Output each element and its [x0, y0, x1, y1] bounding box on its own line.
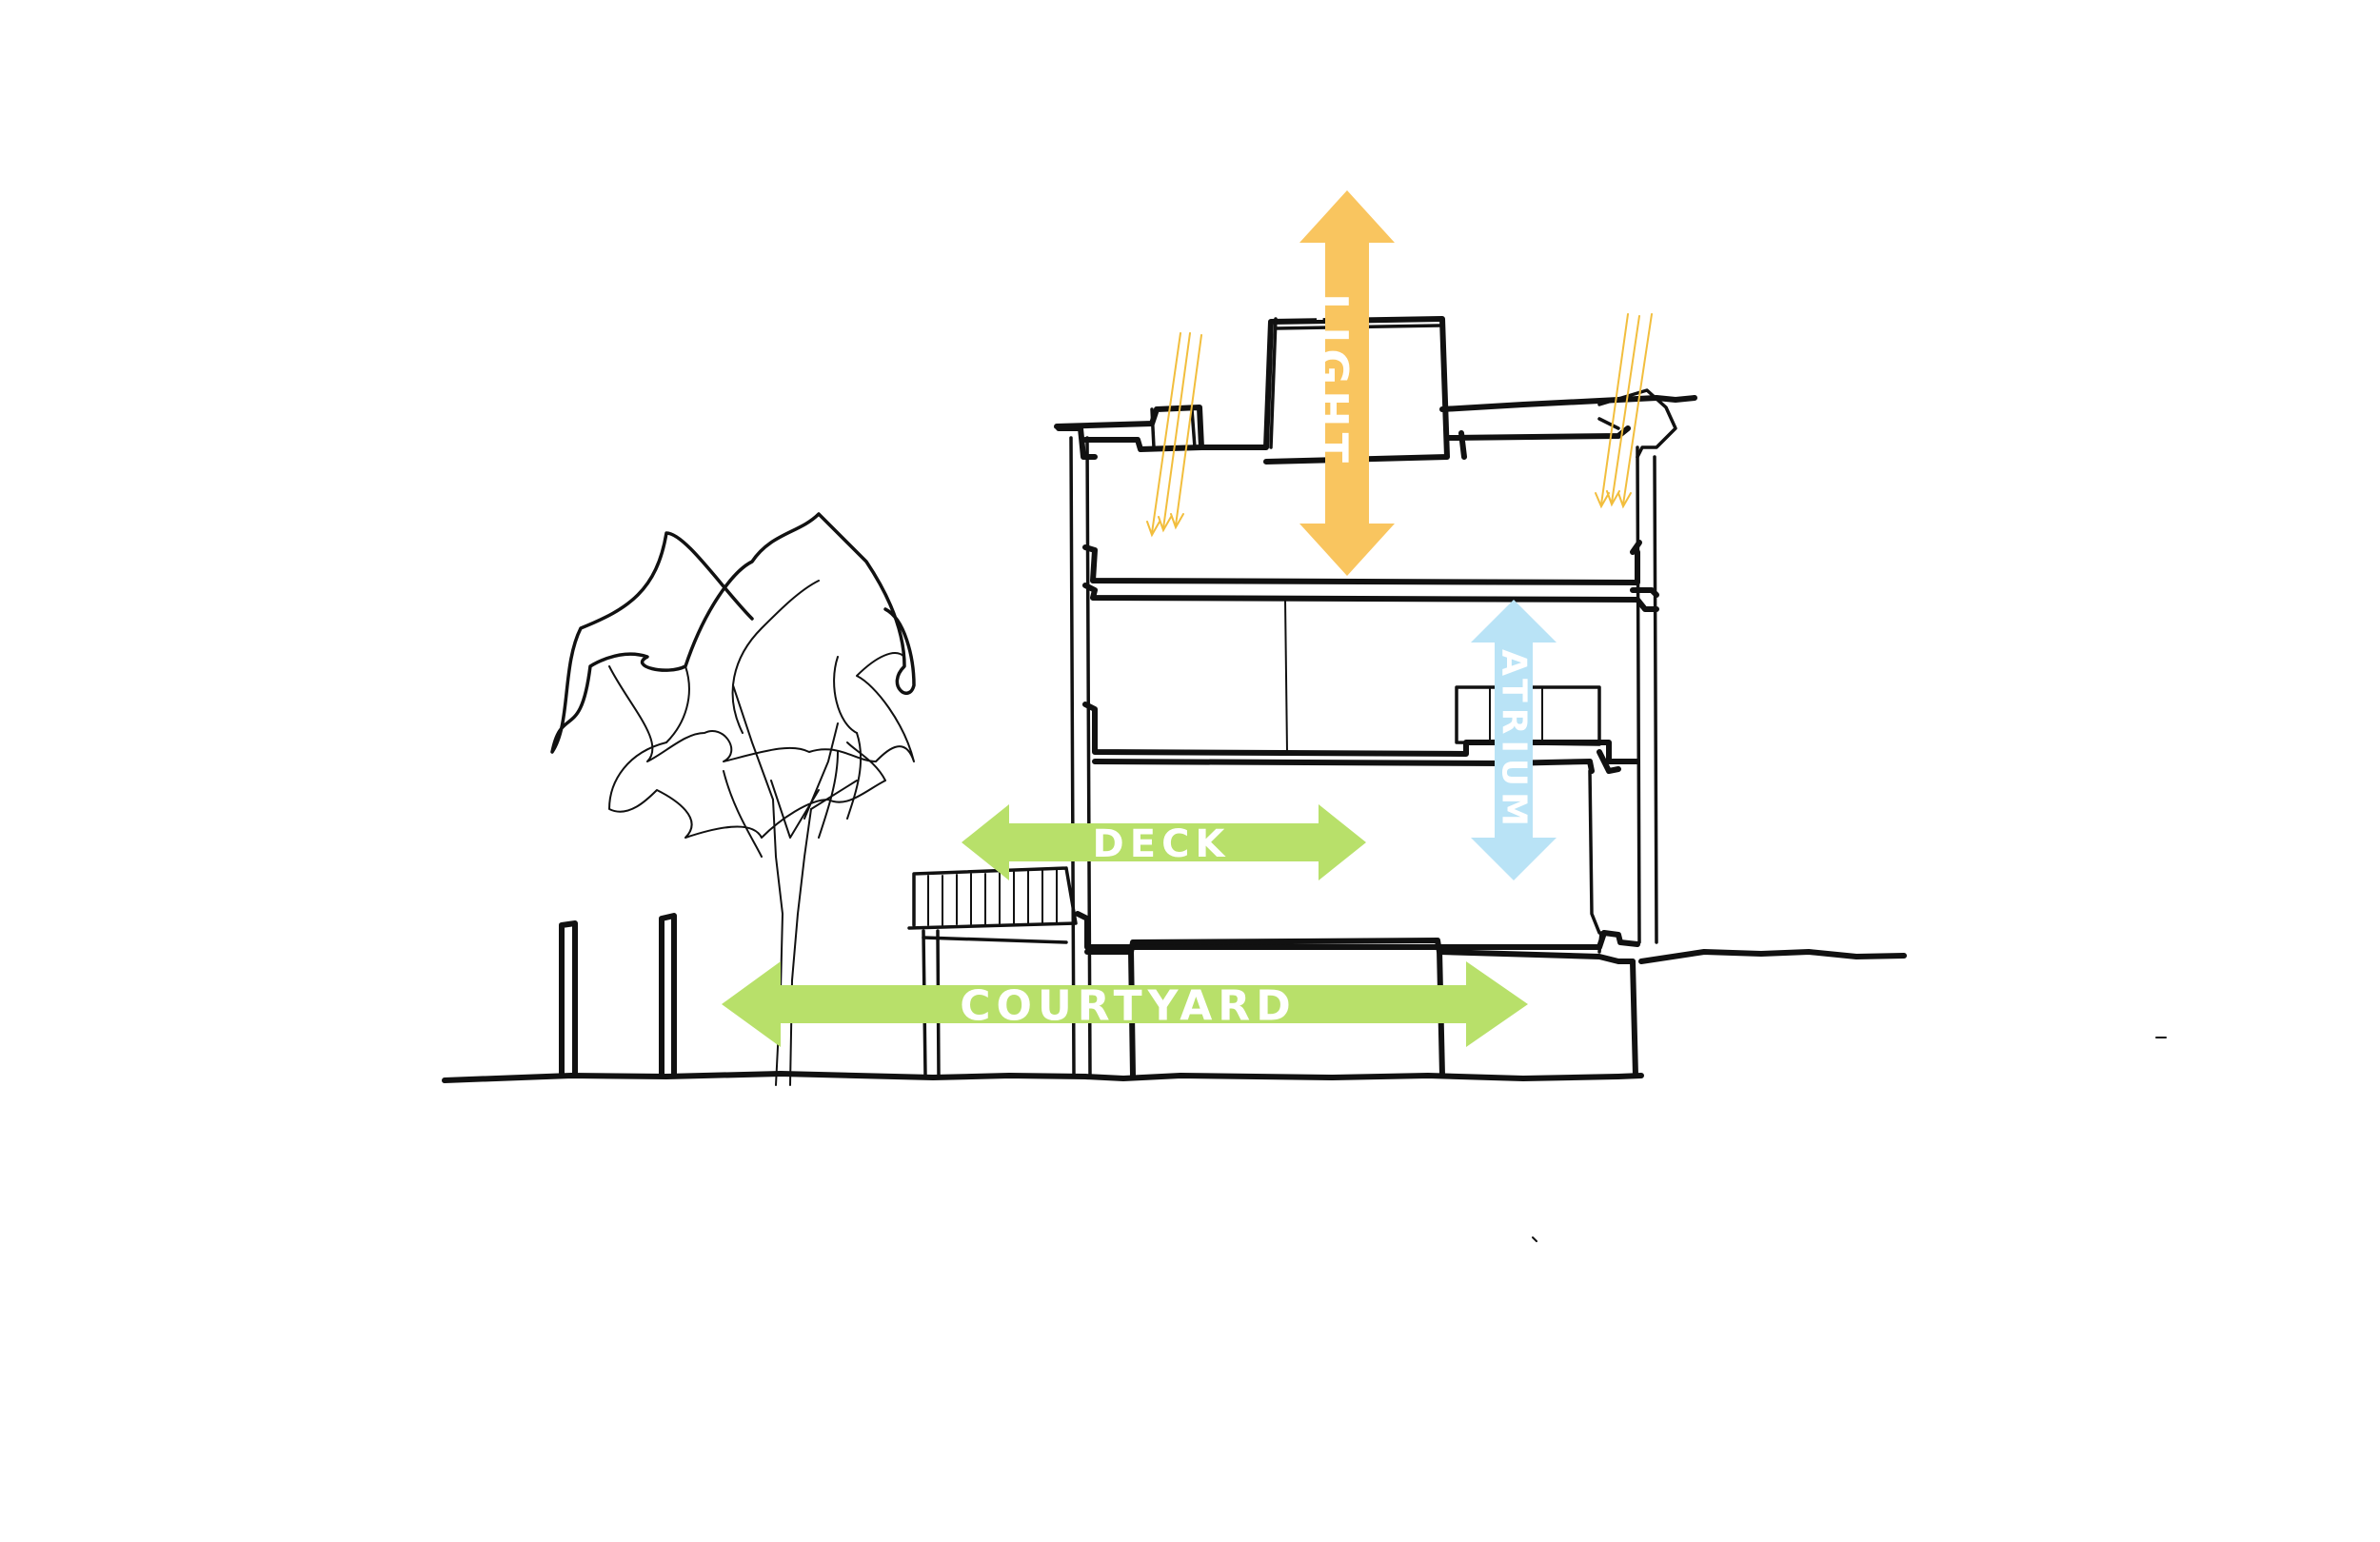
courtyard-label: COURTYARD — [960, 982, 1296, 1031]
fence-post-left — [559, 920, 578, 1078]
building-section — [1054, 316, 1697, 1078]
light-arrow: LIGHT — [1299, 190, 1395, 576]
courtyard-arrow: COURTYARD — [722, 961, 1528, 1047]
sun-rays-icon — [1146, 313, 1653, 538]
deck-label: DECK — [1093, 822, 1231, 866]
deck-balcony — [907, 866, 1078, 1077]
tree-icon — [550, 512, 916, 1086]
deck-arrow: DECK — [962, 804, 1366, 880]
light-label: LIGHT — [1306, 293, 1358, 468]
fence-post-right — [659, 913, 677, 1078]
atrium-arrow: ATRIUM — [1471, 600, 1557, 880]
atrium-label: ATRIUM — [1495, 649, 1534, 832]
stray-mark — [1532, 1037, 2167, 1242]
ground-line-right — [1638, 949, 1907, 964]
ground-line — [442, 1071, 1644, 1083]
